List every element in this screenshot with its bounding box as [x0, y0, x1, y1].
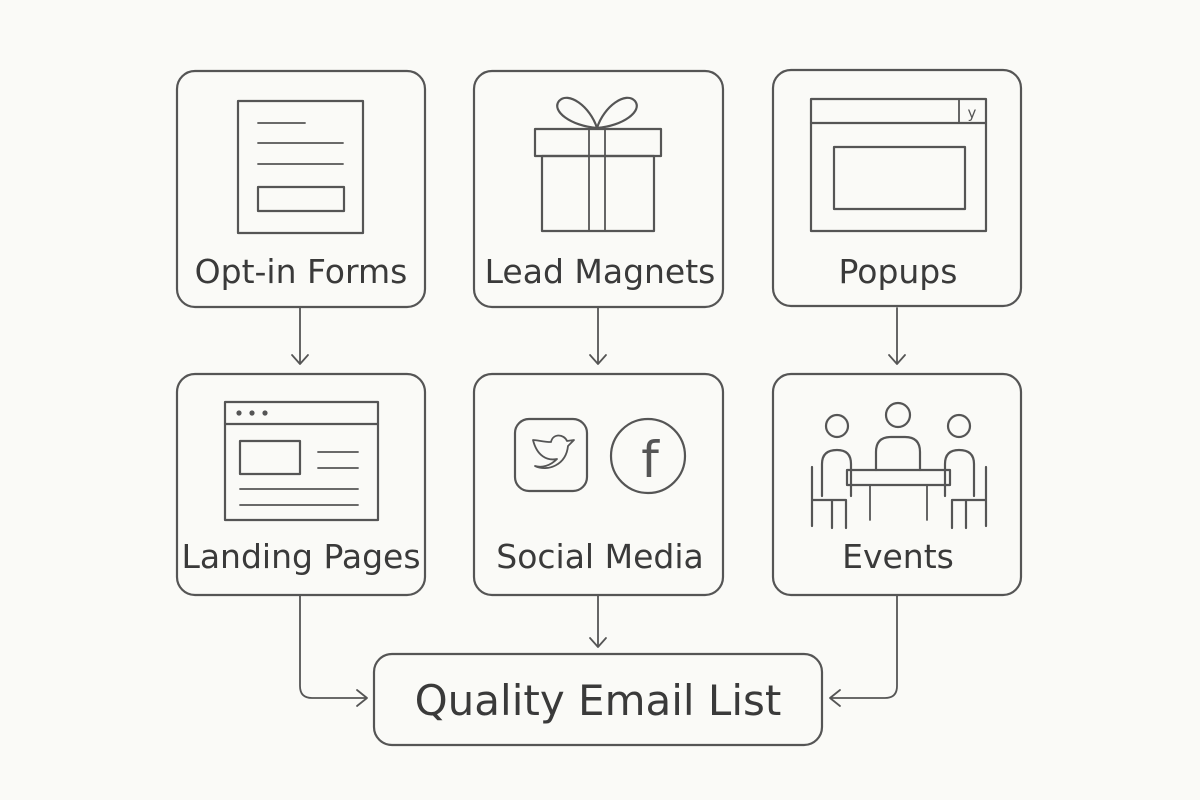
- node-frame: [472, 69, 725, 309]
- node-landing-pages: Landing Pages: [175, 372, 427, 597]
- arrow-landing-to-email-list: [299, 595, 368, 707]
- facebook-glyph: f: [641, 431, 660, 489]
- connectors: [291, 307, 906, 707]
- gift-icon: [533, 96, 663, 233]
- node-opt-in-forms: Opt-in Forms: [175, 69, 427, 309]
- form-icon: [236, 99, 365, 235]
- arrow-lead-magnets-to-social: [589, 307, 607, 365]
- node-label: Events: [842, 537, 954, 576]
- meeting-icon: [810, 401, 988, 530]
- node-label: Social Media: [496, 537, 703, 576]
- close-icon: y: [968, 104, 977, 122]
- node-frame: [771, 372, 1023, 597]
- facebook-icon: f: [609, 417, 687, 495]
- node-frame: [472, 372, 725, 597]
- node-popups: y Popups: [771, 68, 1023, 308]
- node-label: Quality Email List: [415, 676, 782, 725]
- node-label: Popups: [839, 252, 958, 291]
- arrow-opt-in-to-landing: [291, 307, 309, 365]
- node-label: Lead Magnets: [485, 252, 716, 291]
- social-media-icon: f: [513, 417, 687, 495]
- node-frame: [175, 69, 427, 309]
- node-frame: [372, 652, 824, 747]
- node-label: Opt-in Forms: [195, 252, 408, 291]
- node-events: Events: [771, 372, 1023, 597]
- twitter-icon: [513, 417, 589, 493]
- node-frame: [175, 372, 427, 597]
- arrow-events-to-email-list: [829, 595, 898, 707]
- node-frame: [771, 68, 1023, 308]
- node-quality-email-list: Quality Email List: [372, 652, 824, 747]
- popup-window-icon: y: [809, 97, 988, 233]
- arrow-popups-to-events: [888, 307, 906, 365]
- node-social-media: f Social Media: [472, 372, 725, 597]
- node-label: Landing Pages: [181, 537, 420, 576]
- arrow-social-to-email-list: [589, 595, 607, 648]
- landing-page-icon: [223, 400, 380, 522]
- node-lead-magnets: Lead Magnets: [472, 69, 725, 309]
